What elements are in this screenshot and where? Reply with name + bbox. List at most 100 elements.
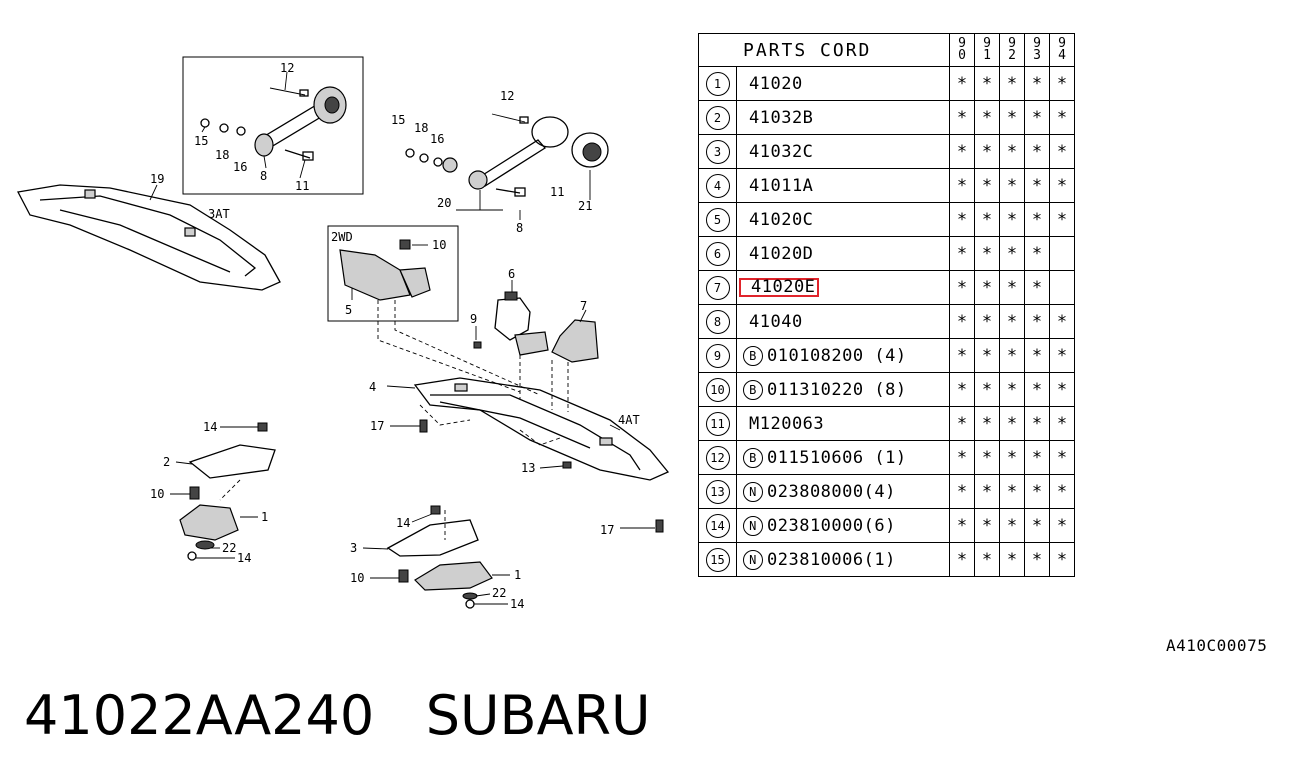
part-code: 011310220 (8): [767, 379, 907, 400]
ref-number-cell: 7: [698, 270, 737, 305]
ref-number: 9: [705, 343, 730, 368]
callout-label: 11: [550, 185, 564, 199]
year-availability-mark: *: [974, 270, 1000, 305]
table-title: PARTS CORD: [698, 33, 950, 67]
ref-number: 2: [705, 105, 730, 130]
year-availability-mark: *: [949, 270, 975, 305]
year-availability-mark: *: [949, 440, 975, 475]
part-code: 41032B: [749, 107, 814, 128]
year-availability-mark: *: [999, 236, 1025, 271]
year-availability-mark: *: [1024, 508, 1050, 543]
callout-label: 6: [508, 267, 515, 281]
year-availability-mark: *: [999, 168, 1025, 203]
part-code: 023810000(6): [767, 515, 896, 536]
ref-number: 6: [705, 241, 730, 266]
year-availability-mark: *: [949, 168, 975, 203]
year-availability-mark: *: [999, 100, 1025, 135]
callout-label: 21: [578, 199, 592, 213]
ref-number: 11: [705, 411, 730, 436]
callout-label: 1: [261, 510, 268, 524]
callout-label: 10: [432, 238, 446, 252]
year-availability-mark: *: [1049, 542, 1075, 577]
year-availability-mark: *: [974, 406, 1000, 441]
year-availability-mark: *: [974, 202, 1000, 237]
callout-label: 14: [396, 516, 410, 530]
year-availability-mark: *: [1024, 338, 1050, 373]
callout-label: 2: [163, 455, 170, 469]
part-code: 41020D: [749, 243, 814, 264]
ref-number-cell: 13: [698, 474, 737, 509]
year-availability-mark: *: [999, 406, 1025, 441]
callout-label: 12: [500, 89, 514, 103]
ref-number: 10: [705, 377, 730, 402]
year-availability-mark: *: [974, 474, 1000, 509]
callout-label: 2WD: [331, 230, 353, 244]
year-availability-mark: *: [999, 508, 1025, 543]
part-code: 41020C: [749, 209, 814, 230]
year-availability-mark: *: [1049, 406, 1075, 441]
ref-number: 3: [705, 139, 730, 164]
exploded-parts-diagram: 12 15 18 16 8 11 19 3AT 12 15 18 16 20: [17, 56, 670, 611]
mount-group-center: [362, 505, 510, 609]
callout-label: 16: [233, 160, 247, 174]
part-code: 41011A: [749, 175, 814, 196]
year-availability-mark: *: [949, 542, 975, 577]
part-code-cell: M120063: [736, 406, 950, 441]
code-prefix-badge: N: [743, 549, 763, 570]
year-availability-mark: *: [974, 440, 1000, 475]
part-code: 011510606 (1): [767, 447, 907, 468]
year-availability-mark: *: [999, 66, 1025, 101]
callout-label: 18: [414, 121, 428, 135]
ref-number: 4: [705, 173, 730, 198]
year-availability-mark: *: [999, 338, 1025, 373]
ref-number: 15: [705, 547, 730, 572]
crossmember-3at: [17, 184, 281, 291]
callout-label: 11: [295, 179, 309, 193]
year-availability-mark: *: [974, 508, 1000, 543]
ref-number-cell: 2: [698, 100, 737, 135]
part-code: 41040: [749, 311, 803, 332]
year-availability-mark: *: [1049, 168, 1075, 203]
year-availability-mark: *: [1024, 168, 1050, 203]
ref-number-cell: 12: [698, 440, 737, 475]
code-prefix-badge: N: [743, 515, 763, 536]
year-availability-mark: *: [974, 304, 1000, 339]
callout-label: 22: [492, 586, 506, 600]
year-availability-mark: *: [1049, 474, 1075, 509]
year-availability-mark: *: [1049, 304, 1075, 339]
year-availability-mark: *: [949, 508, 975, 543]
callout-label: 14: [510, 597, 524, 611]
year-availability-mark: *: [1049, 66, 1075, 101]
ref-number: 13: [705, 479, 730, 504]
mount-group-left: [170, 422, 276, 561]
year-availability-mark: *: [974, 236, 1000, 271]
callout-label: 9: [470, 312, 477, 326]
ref-number: 14: [705, 513, 730, 538]
year-availability-mark: *: [1049, 440, 1075, 475]
torque-rod-b: [405, 113, 609, 220]
part-number: 41022AA240: [24, 684, 375, 747]
year-availability-mark: *: [1049, 202, 1075, 237]
ref-number: 8: [705, 309, 730, 334]
code-prefix-badge: B: [743, 345, 763, 366]
year-availability-mark: *: [949, 474, 975, 509]
callout-label: 4: [369, 380, 376, 394]
inset-box-2wd: [327, 225, 459, 322]
callout-label: 20: [437, 196, 451, 210]
year-availability-mark: *: [949, 372, 975, 407]
